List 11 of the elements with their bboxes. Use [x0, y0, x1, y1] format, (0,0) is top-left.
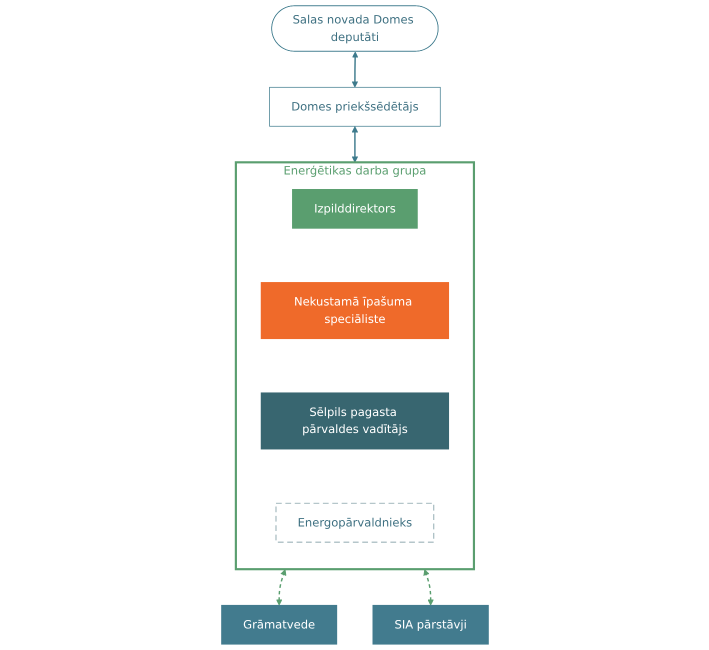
- node-box: Domes priekšsēdētājs: [268, 86, 440, 127]
- arrow: [276, 569, 286, 606]
- arrow: [351, 126, 358, 163]
- node-box: Grāmatvede: [220, 604, 337, 645]
- node-box: Sēlpils pagasta pārvaldes vadītājs: [260, 392, 449, 450]
- node-box: SIA pārstāvji: [372, 604, 488, 645]
- node-box: Energopārvaldnieks: [275, 502, 434, 542]
- node-box: Nekustamā īpašuma speciāliste: [260, 282, 449, 340]
- arrow: [351, 52, 358, 88]
- node-box: Izpilddirektors: [292, 189, 418, 229]
- arrow: [422, 569, 434, 606]
